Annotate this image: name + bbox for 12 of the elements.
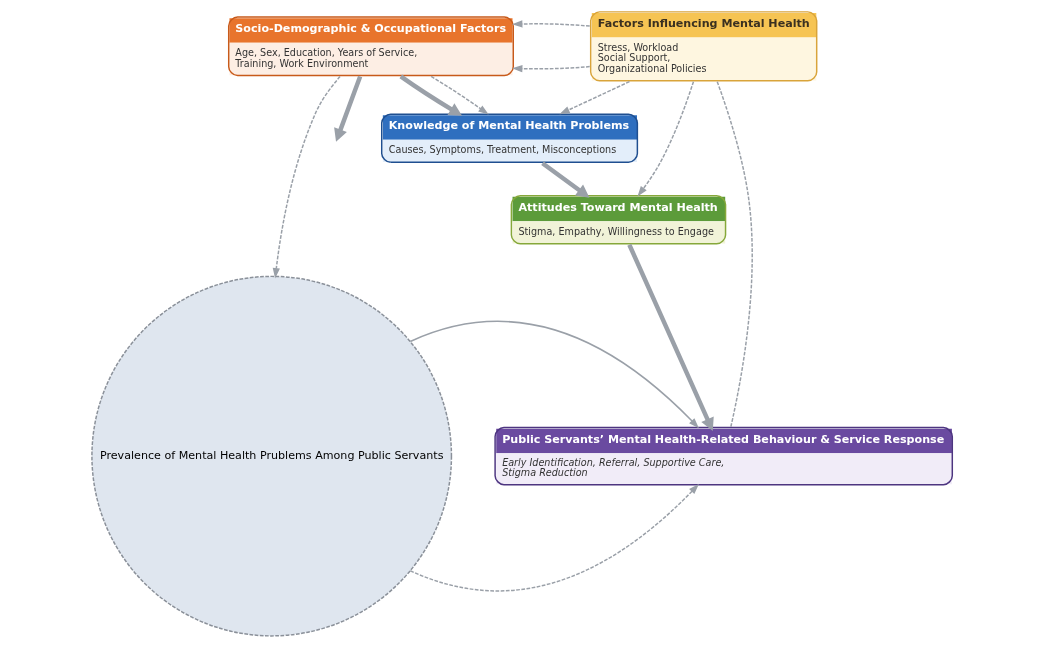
arrow [409,320,699,429]
arrow [637,80,695,197]
arrow [559,80,631,115]
arrow [541,161,590,198]
connector [716,80,753,428]
arrow [512,65,591,73]
arrow [430,75,489,115]
arrow [627,243,714,432]
arrow [512,20,591,28]
arrow [409,484,699,592]
arrow [399,74,463,116]
node-circle: Prevalence of Mental Health Prublems Among Public Servants [91,275,453,637]
